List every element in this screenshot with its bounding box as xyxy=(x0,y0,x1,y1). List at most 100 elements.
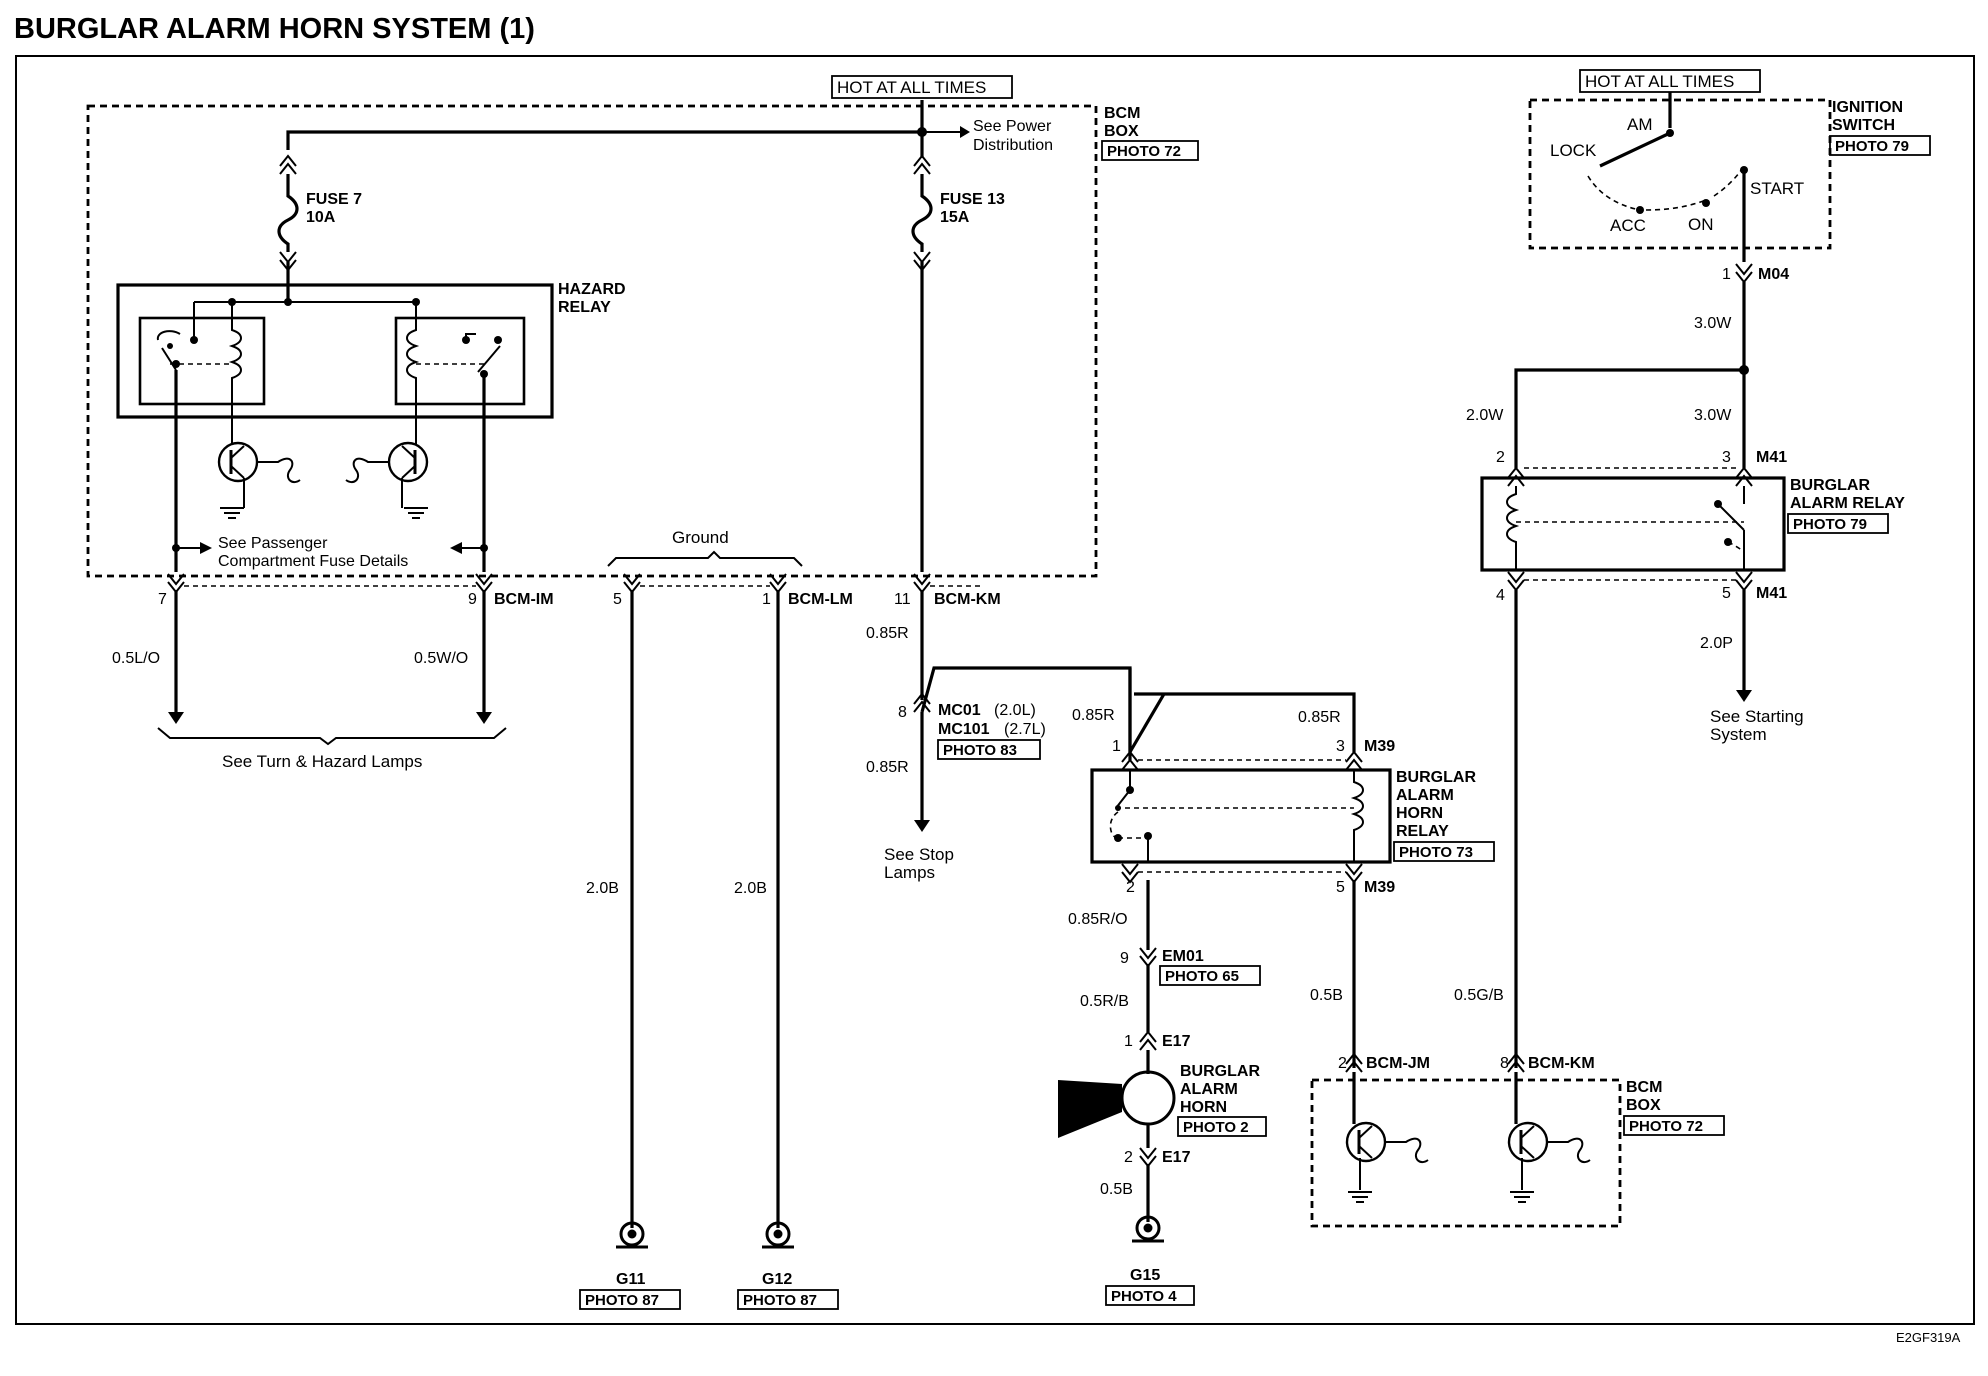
pin-5-gnd-label: 5 xyxy=(613,591,622,608)
m39-pin1-label: 1 xyxy=(1112,738,1121,755)
pin-9-label: 9 xyxy=(468,591,477,608)
e17-bottom-label: E17 xyxy=(1162,1149,1191,1166)
em01-label: EM01 xyxy=(1162,948,1204,965)
see-passenger-label: See Passenger xyxy=(218,535,328,552)
see-starting-label: See Starting xyxy=(1710,707,1804,726)
mc-photo[interactable]: PHOTO 83 xyxy=(943,742,1017,759)
see-passenger-label-2: Compartment Fuse Details xyxy=(218,553,408,570)
bcm-box-bottom-label: BCM xyxy=(1626,1079,1662,1096)
m39-bottom-label: M39 xyxy=(1364,879,1395,896)
bar-photo[interactable]: PHOTO 79 xyxy=(1793,516,1867,533)
m39-pin3-label: 3 xyxy=(1336,738,1345,755)
g12-label: G12 xyxy=(762,1271,792,1288)
horn-label-2: ALARM xyxy=(1180,1081,1238,1098)
e17-pin2-label: 2 xyxy=(1124,1149,1133,1166)
bcm-km-top-label: BCM-KM xyxy=(934,591,1001,608)
hot-at-all-times-right: HOT AT ALL TIMES xyxy=(1585,72,1734,91)
page-title: BURGLAR ALARM HORN SYSTEM (1) xyxy=(14,13,535,45)
e17-pin1-label: 1 xyxy=(1124,1033,1133,1050)
ignition-switch-label: IGNITION xyxy=(1832,99,1903,116)
hot-at-all-times-left: HOT AT ALL TIMES xyxy=(837,78,986,97)
wire-05wo-label: 0.5W/O xyxy=(414,650,468,667)
wire-085ro-label: 0.85R/O xyxy=(1068,911,1128,928)
fuse-13-rating: 15A xyxy=(940,209,970,226)
ground-label: Ground xyxy=(672,528,729,547)
wire-30w-label-2: 3.0W xyxy=(1694,407,1732,424)
wire-20b-label-1: 2.0B xyxy=(586,880,619,897)
ignition-acc-label: ACC xyxy=(1610,216,1646,235)
m39-pin5-label: 5 xyxy=(1336,879,1345,896)
wire-085r-label-3: 0.85R xyxy=(1072,707,1115,724)
m04-label: M04 xyxy=(1758,266,1789,283)
g15-photo[interactable]: PHOTO 4 xyxy=(1111,1288,1177,1305)
see-turn-lamps-label: See Turn & Hazard Lamps xyxy=(222,752,422,771)
bcm-box-top-label: BCM xyxy=(1104,105,1140,122)
e17-top-label: E17 xyxy=(1162,1033,1191,1050)
bcm-im-connector: 7 9 BCM-IM xyxy=(158,548,554,608)
ignition-lock-label: LOCK xyxy=(1550,141,1597,160)
m39-top-label: M39 xyxy=(1364,738,1395,755)
m39-pin2-label: 2 xyxy=(1126,879,1135,896)
bcm-km-bottom-label: BCM-KM xyxy=(1528,1055,1595,1072)
diagram-border xyxy=(15,55,1975,1325)
wire-085r-label-1: 0.85R xyxy=(866,625,909,642)
g11-photo[interactable]: PHOTO 87 xyxy=(585,1292,659,1309)
mc01-value: (2.0L) xyxy=(994,702,1036,719)
see-stop-label: See Stop xyxy=(884,845,954,864)
horn-photo[interactable]: PHOTO 2 xyxy=(1183,1119,1249,1136)
ignition-on-label: ON xyxy=(1688,215,1714,234)
bcm-km-pin-label: 8 xyxy=(1500,1055,1509,1072)
g12-photo[interactable]: PHOTO 87 xyxy=(743,1292,817,1309)
mc01-label: MC01 xyxy=(938,702,981,719)
fuse-13: FUSE 13 15A xyxy=(911,132,1005,572)
bahr-label-3: HORN xyxy=(1396,805,1443,822)
bcm-im-label: BCM-IM xyxy=(494,591,554,608)
ignition-photo[interactable]: PHOTO 79 xyxy=(1835,138,1909,155)
bcm-box-bottom-label-2: BOX xyxy=(1626,1097,1661,1114)
see-stop-label-2: Lamps xyxy=(884,863,935,882)
bahr-label-4: RELAY xyxy=(1396,823,1449,840)
figure-code: E2GF319A xyxy=(1896,1330,1961,1345)
wire-20w-label: 2.0W xyxy=(1466,407,1504,424)
wire-20p-label: 2.0P xyxy=(1700,635,1733,652)
bahr-label-1: BURGLAR xyxy=(1396,769,1476,786)
hazard-relay-label: HAZARD xyxy=(558,281,626,298)
horn-icon xyxy=(1058,1070,1176,1138)
m41-pin3-label: 3 xyxy=(1722,449,1731,466)
wire-30w-label-1: 3.0W xyxy=(1694,315,1732,332)
m41-pin5-label: 5 xyxy=(1722,585,1731,602)
see-power-label-2: Distribution xyxy=(973,137,1053,154)
ignition-switch-label-2: SWITCH xyxy=(1832,117,1895,134)
g15-label: G15 xyxy=(1130,1267,1160,1284)
g11-label: G11 xyxy=(616,1271,645,1288)
burglar-alarm-relay: 2 3 M41 4 5 M41 xyxy=(1480,449,1787,604)
pin-11-label: 11 xyxy=(894,591,911,608)
bcm-box-top-photo[interactable]: PHOTO 72 xyxy=(1107,143,1181,160)
wire-05b-jm-label: 0.5B xyxy=(1310,987,1343,1004)
wire-05lo-label: 0.5L/O xyxy=(112,650,160,667)
bcm-box-bottom-photo[interactable]: PHOTO 72 xyxy=(1629,1118,1703,1135)
bcm-box-bottom: 2 BCM-JM 8 BCM-KM xyxy=(1310,1052,1622,1228)
bahr-photo[interactable]: PHOTO 73 xyxy=(1399,844,1473,861)
hazard-relay: HAZARD RELAY xyxy=(116,281,626,419)
ignition-switch: AM LOCK ACC ON START xyxy=(1528,98,1832,250)
wire-05b-horn-label: 0.5B xyxy=(1100,1181,1133,1198)
m41-bottom-label: M41 xyxy=(1756,585,1787,602)
bahr-label-2: ALARM xyxy=(1396,787,1454,804)
bcm-jm-label: BCM-JM xyxy=(1366,1055,1430,1072)
pin-8-mc-label: 8 xyxy=(898,704,907,721)
wire-05rb-label: 0.5R/B xyxy=(1080,993,1129,1010)
bcm-km-connector-top: 11 BCM-KM xyxy=(894,573,1001,608)
bcm-lm-label: BCM-LM xyxy=(788,591,853,608)
em01-photo[interactable]: PHOTO 65 xyxy=(1165,968,1239,985)
horn-label-1: BURGLAR xyxy=(1180,1063,1260,1080)
bar-label-2: ALARM RELAY xyxy=(1790,495,1905,512)
feed-wire-top xyxy=(286,100,924,150)
bcm-jm-pin-label: 2 xyxy=(1338,1055,1347,1072)
hazard-relay-label-2: RELAY xyxy=(558,299,611,316)
m41-top-label: M41 xyxy=(1756,449,1787,466)
fuse-7: FUSE 7 10A xyxy=(277,154,362,300)
m41-pin2-label: 2 xyxy=(1496,449,1505,466)
ground-bracket xyxy=(607,550,803,567)
